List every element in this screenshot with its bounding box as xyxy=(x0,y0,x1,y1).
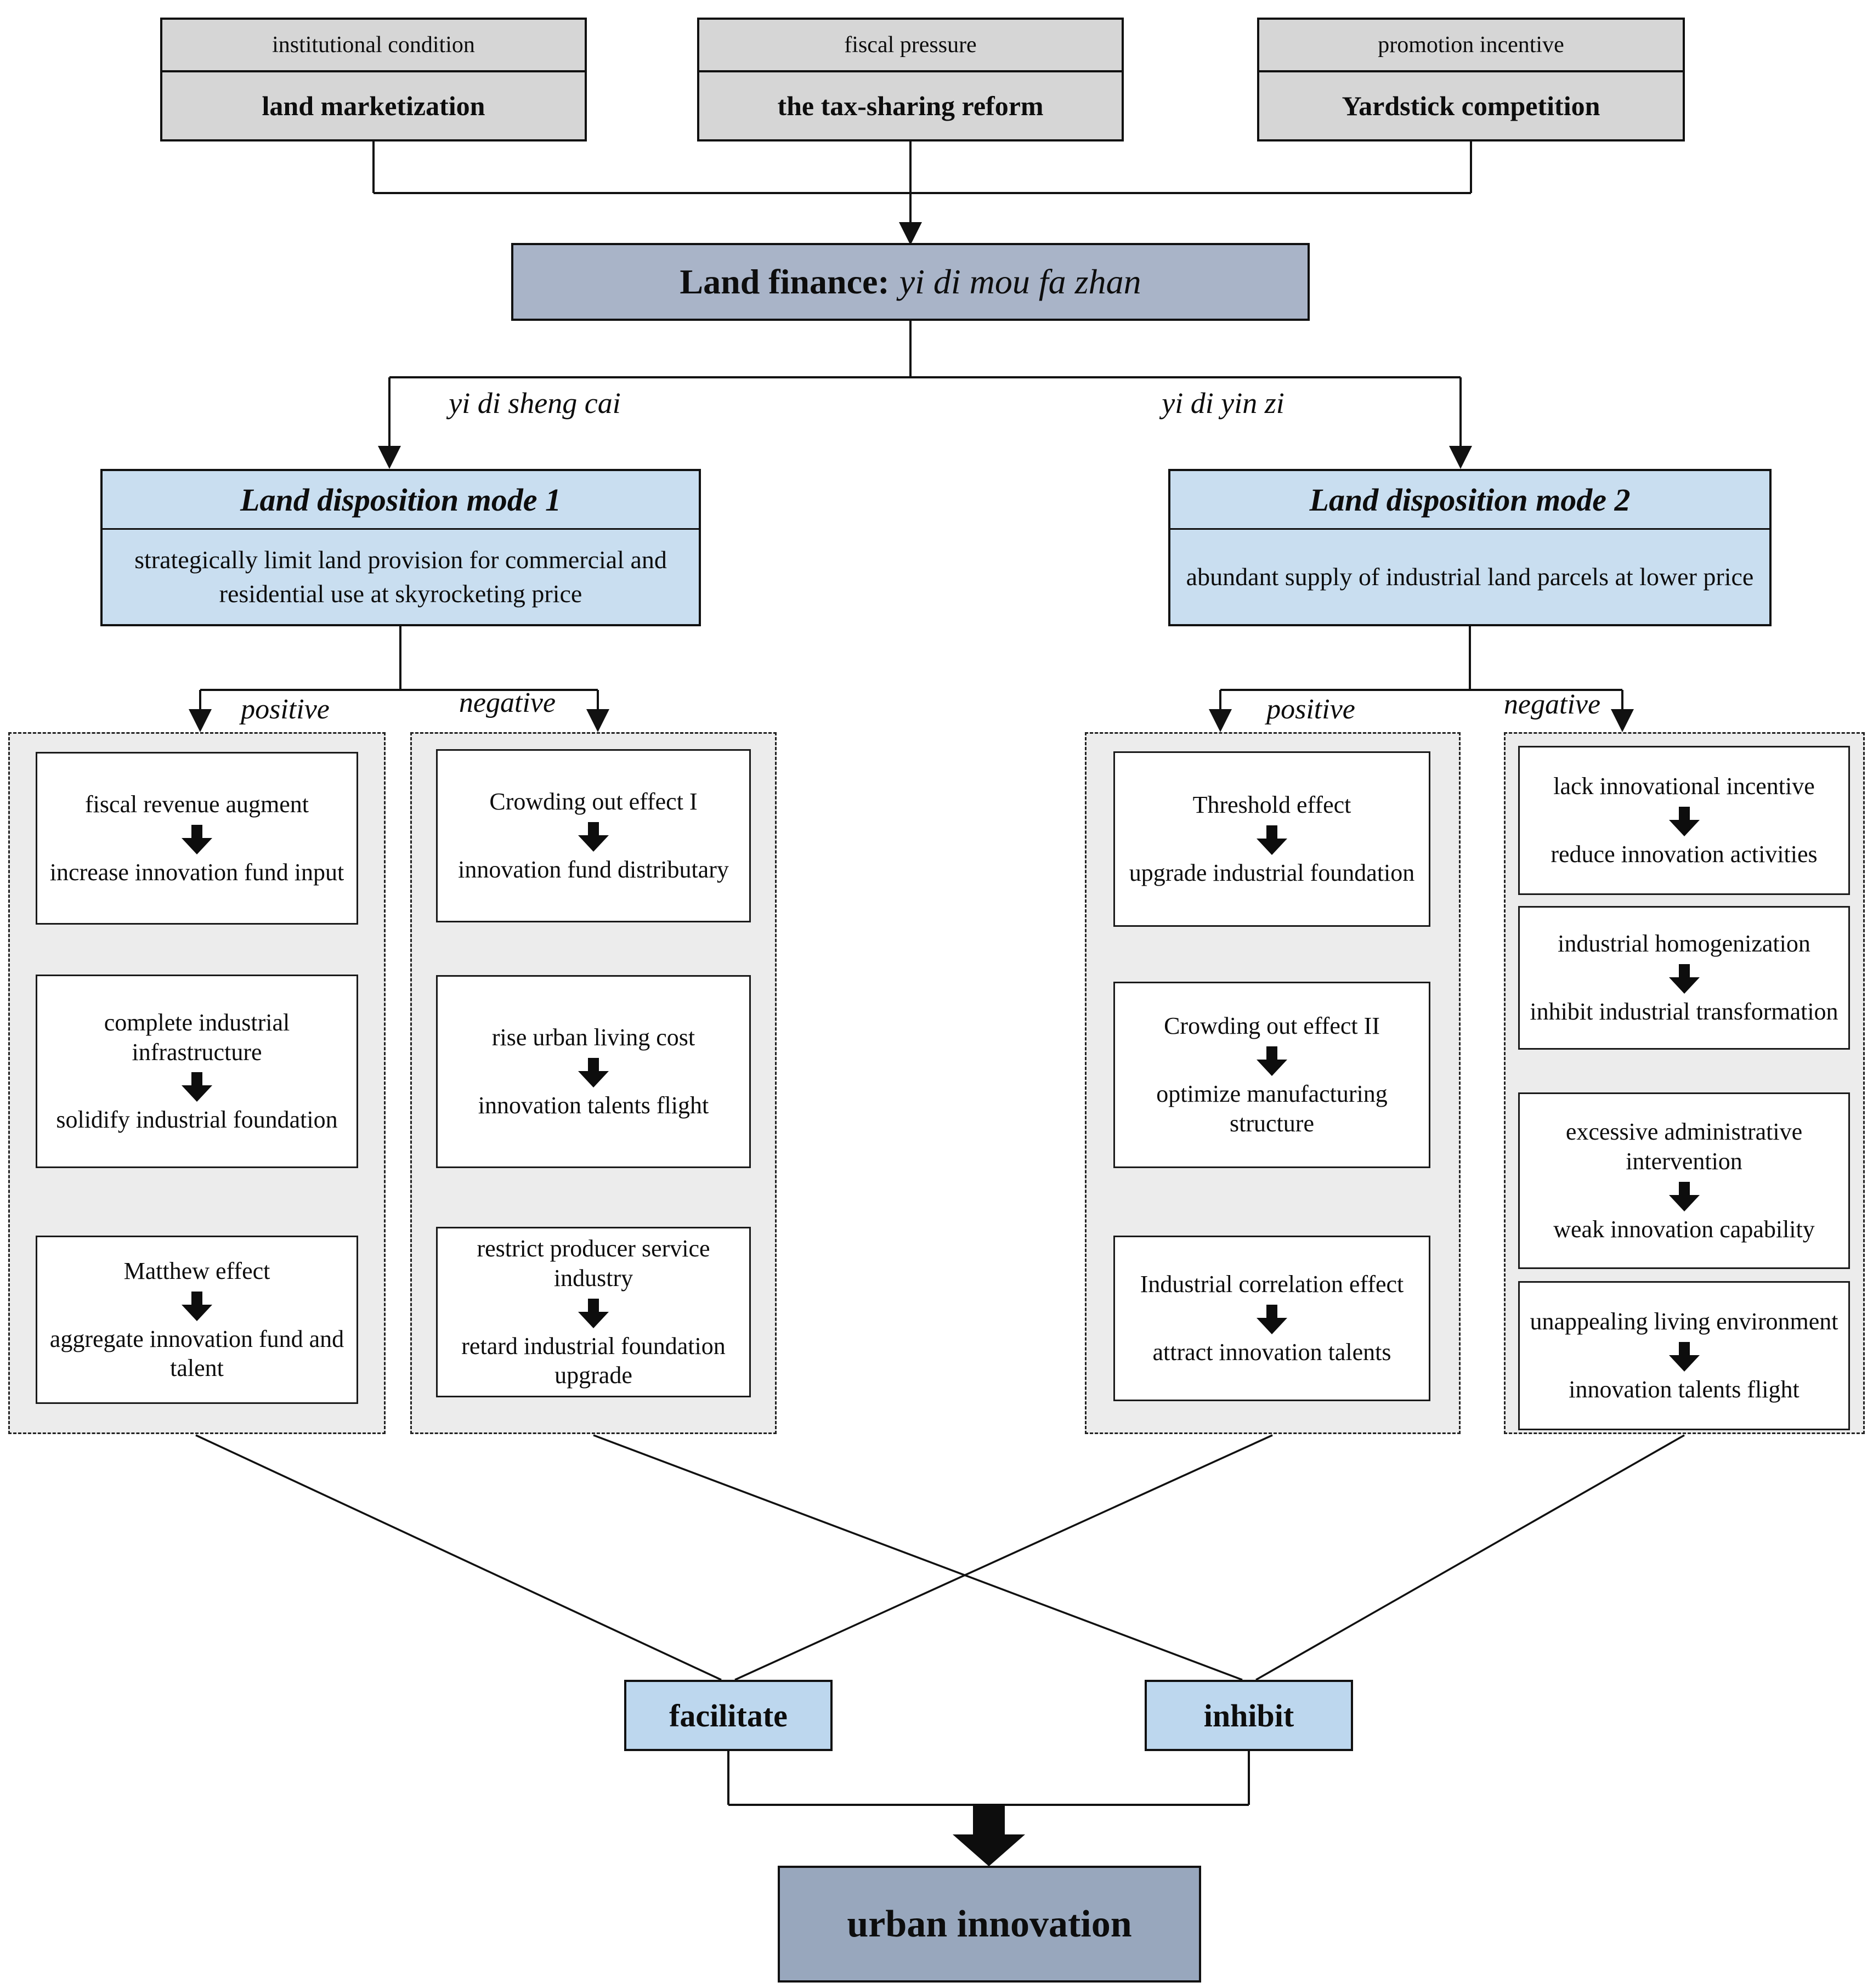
arrowhead-into-mode2 xyxy=(1449,446,1472,469)
effect-text: optimize manufacturing structure xyxy=(1156,1080,1388,1137)
effect-box: restrict producer service industry retar… xyxy=(436,1227,751,1397)
mode2-positive-label: positive xyxy=(1266,693,1355,725)
mode1-positive-label: positive xyxy=(241,693,330,725)
arrowhead-mode1-positive xyxy=(189,709,212,732)
down-arrow-icon xyxy=(1668,1181,1700,1211)
box-promotion-incentive: promotion incentive Yardstick competitio… xyxy=(1257,18,1685,141)
effect-box: excessive administrative intervention we… xyxy=(1518,1092,1850,1269)
land-finance-branch-lines xyxy=(388,321,1462,446)
cause-text: Crowding out effect I xyxy=(489,788,698,815)
effect-text: solidify industrial foundation xyxy=(56,1106,338,1134)
effect-box: Crowding out effect II optimize manufact… xyxy=(1113,982,1430,1168)
down-arrow-icon xyxy=(1668,964,1700,994)
mode2-split-lines xyxy=(1219,626,1623,709)
effect-box: Industrial correlation effect attract in… xyxy=(1113,1236,1430,1401)
effect-box: rise urban living cost innovation talent… xyxy=(436,975,751,1168)
down-arrow-icon xyxy=(578,822,609,852)
effect-text: weak innovation capability xyxy=(1553,1215,1815,1243)
box-urban-innovation: urban innovation xyxy=(778,1866,1201,1983)
arrowhead-mode2-positive xyxy=(1209,709,1232,732)
land-finance-label: Land finance: xyxy=(680,262,890,301)
down-arrow-icon xyxy=(182,1072,212,1102)
line-col4-to-inhibit xyxy=(1255,1434,1685,1681)
cause-text: Crowding out effect II xyxy=(1164,1012,1380,1040)
box-land-disposition-mode-1: Land disposition mode 1 strategically li… xyxy=(100,469,701,626)
arrowhead-mode1-negative xyxy=(586,709,609,732)
box-inhibit: inhibit xyxy=(1145,1680,1353,1751)
arrowhead-into-mode1 xyxy=(378,446,401,469)
down-arrow-icon xyxy=(182,824,212,854)
line-col1-to-facilitate xyxy=(195,1434,722,1681)
top-bracket-lines xyxy=(372,141,1472,222)
down-arrow-icon xyxy=(578,1058,609,1088)
institutional-condition-label: institutional condition xyxy=(162,20,585,73)
cause-text: unappealing living environment xyxy=(1530,1308,1838,1335)
down-arrow-icon xyxy=(182,1291,212,1321)
down-arrow-icon xyxy=(1668,807,1700,836)
branch-label-yi-di-sheng-cai: yi di sheng cai xyxy=(449,387,621,420)
down-arrow-icon xyxy=(578,1298,609,1328)
effect-box: industrial homogenization inhibit indust… xyxy=(1518,906,1850,1050)
down-arrow-icon xyxy=(1257,1046,1287,1077)
mode1-description: strategically limit land provision for c… xyxy=(134,545,667,608)
effect-text: innovation fund distributary xyxy=(458,856,729,883)
cause-text: Threshold effect xyxy=(1192,791,1351,819)
effect-text: retard industrial foundation upgrade xyxy=(461,1332,726,1389)
outcome-merge-lines xyxy=(727,1751,1250,1806)
mode2-description: abundant supply of industrial land parce… xyxy=(1186,562,1754,591)
cause-text: restrict producer service industry xyxy=(477,1235,710,1292)
mode2-negative-label: negative xyxy=(1503,688,1601,720)
yardstick-competition-value: Yardstick competition xyxy=(1342,90,1600,121)
down-arrow-icon xyxy=(1257,1305,1287,1334)
arrowhead-mode2-negative xyxy=(1611,709,1634,732)
land-finance-pinyin: yi di mou fa zhan xyxy=(899,262,1141,301)
cause-text: fiscal revenue augment xyxy=(84,790,309,818)
effect-box: Matthew effect aggregate innovation fund… xyxy=(36,1236,358,1404)
arrowhead-into-land-finance xyxy=(899,222,922,245)
cause-text: lack innovational incentive xyxy=(1553,773,1815,800)
effect-box: Threshold effect upgrade industrial foun… xyxy=(1113,751,1430,927)
promotion-incentive-label: promotion incentive xyxy=(1259,20,1683,73)
box-institutional-condition: institutional condition land marketizati… xyxy=(160,18,587,141)
land-marketization-value: land marketization xyxy=(262,90,485,121)
cause-text: excessive administrative intervention xyxy=(1565,1118,1803,1175)
effect-box: lack innovational incentive reduce innov… xyxy=(1518,746,1850,895)
crossing-diagonal-lines xyxy=(195,1434,1685,1681)
fiscal-pressure-label: fiscal pressure xyxy=(699,20,1122,73)
cause-text: Matthew effect xyxy=(123,1257,270,1284)
effect-text: inhibit industrial transformation xyxy=(1530,998,1838,1025)
effect-text: attract innovation talents xyxy=(1152,1339,1391,1366)
effect-text: reduce innovation activities xyxy=(1551,841,1818,868)
effect-box: Crowding out effect I innovation fund di… xyxy=(436,749,751,922)
effect-box: complete industrial infrastructure solid… xyxy=(36,975,358,1168)
effect-text: innovation talents flight xyxy=(478,1092,709,1119)
cause-text: complete industrial infrastructure xyxy=(104,1009,290,1066)
mode1-negative-label: negative xyxy=(459,687,556,718)
down-arrow-icon xyxy=(1257,825,1287,855)
line-col3-to-facilitate xyxy=(734,1434,1273,1681)
box-land-finance: Land finance: yi di mou fa zhan xyxy=(511,243,1310,321)
effect-box: unappealing living environment innovatio… xyxy=(1518,1281,1850,1430)
box-facilitate: facilitate xyxy=(624,1680,833,1751)
effect-text: increase innovation fund input xyxy=(49,858,344,886)
cause-text: Industrial correlation effect xyxy=(1140,1271,1404,1298)
box-land-disposition-mode-2: Land disposition mode 2 abundant supply … xyxy=(1168,469,1772,626)
mode1-title: Land disposition mode 1 xyxy=(103,471,699,530)
mode2-title: Land disposition mode 2 xyxy=(1170,471,1769,530)
down-arrow-icon xyxy=(1668,1342,1700,1372)
mode1-split-lines xyxy=(199,626,599,709)
tax-sharing-reform-value: the tax-sharing reform xyxy=(777,90,1044,121)
effect-text: aggregate innovation fund and talent xyxy=(49,1325,344,1382)
branch-label-yi-di-yin-zi: yi di yin zi xyxy=(1162,387,1284,420)
box-fiscal-pressure: fiscal pressure the tax-sharing reform xyxy=(697,18,1124,141)
thick-arrow-into-result xyxy=(953,1804,1025,1866)
line-col2-to-inhibit xyxy=(593,1434,1243,1681)
effect-text: upgrade industrial foundation xyxy=(1129,859,1415,886)
effect-text: innovation talents flight xyxy=(1569,1376,1800,1403)
cause-text: rise urban living cost xyxy=(491,1024,695,1051)
cause-text: industrial homogenization xyxy=(1558,930,1810,958)
effect-box: fiscal revenue augment increase innovati… xyxy=(36,752,358,925)
